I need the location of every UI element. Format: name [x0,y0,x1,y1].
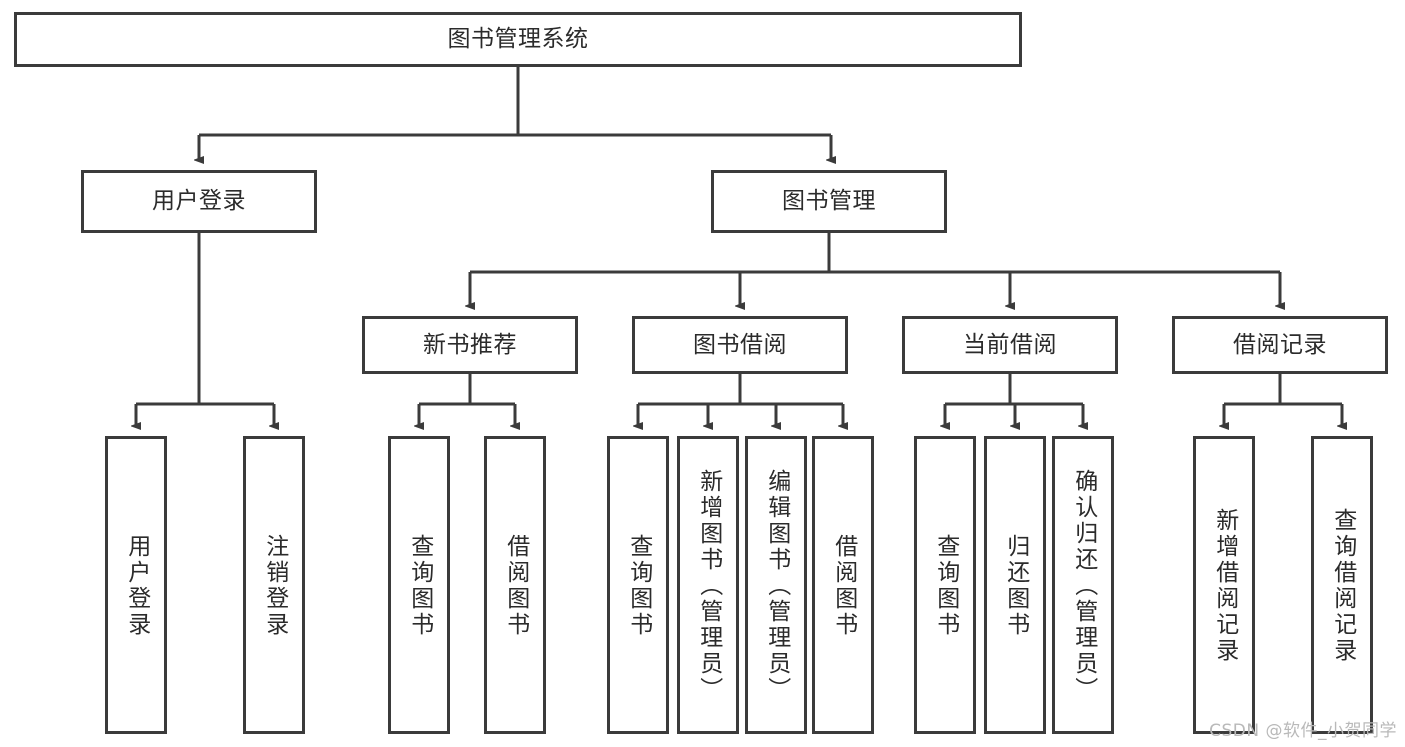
node-book-manage[interactable]: 图书管理 [711,170,947,233]
node-leaf-borrow-book-2[interactable]: 借阅图书 [812,436,874,734]
node-book-borrow-label: 图书借阅 [693,331,787,358]
watermark-text: CSDN @软件_小贺同学 [1209,721,1397,741]
node-leaf-return-book-label: 归还图书 [1002,534,1029,638]
node-leaf-user-login[interactable]: 用户登录 [105,436,167,734]
node-new-book-rec[interactable]: 新书推荐 [362,316,578,374]
node-leaf-add-record[interactable]: 新增借阅记录 [1193,436,1255,734]
node-book-manage-label: 图书管理 [782,188,876,215]
node-leaf-query-book-2[interactable]: 查询图书 [607,436,669,734]
node-leaf-query-book-3-label: 查询图书 [932,534,959,638]
node-leaf-return-book[interactable]: 归还图书 [984,436,1046,734]
node-root-label: 图书管理系统 [447,26,589,53]
node-leaf-query-record-label: 查询借阅记录 [1329,508,1356,664]
node-leaf-add-record-label: 新增借阅记录 [1211,508,1238,664]
node-leaf-query-book-1-label: 查询图书 [406,534,433,638]
node-user-login-label: 用户登录 [152,188,246,215]
node-user-login[interactable]: 用户登录 [81,170,317,233]
node-leaf-query-record[interactable]: 查询借阅记录 [1311,436,1373,734]
node-new-book-rec-label: 新书推荐 [423,331,517,358]
node-book-borrow[interactable]: 图书借阅 [632,316,848,374]
node-leaf-add-book[interactable]: 新增图书（管理员） [677,436,739,734]
node-borrow-record[interactable]: 借阅记录 [1172,316,1388,374]
node-leaf-edit-book[interactable]: 编辑图书（管理员） [745,436,807,734]
node-current-borrow[interactable]: 当前借阅 [902,316,1118,374]
node-leaf-confirm-return-label: 确认归还（管理员） [1070,469,1097,703]
node-leaf-user-login-label: 用户登录 [123,534,150,638]
node-leaf-add-book-label: 新增图书（管理员） [695,469,722,703]
node-current-borrow-label: 当前借阅 [963,331,1057,358]
node-leaf-edit-book-label: 编辑图书（管理员） [763,469,790,703]
node-root[interactable]: 图书管理系统 [14,12,1022,67]
node-leaf-logout-label: 注销登录 [261,534,288,638]
node-leaf-borrow-book-1[interactable]: 借阅图书 [484,436,546,734]
node-leaf-confirm-return[interactable]: 确认归还（管理员） [1052,436,1114,734]
node-leaf-query-book-1[interactable]: 查询图书 [388,436,450,734]
node-borrow-record-label: 借阅记录 [1233,331,1327,358]
node-leaf-logout[interactable]: 注销登录 [243,436,305,734]
node-leaf-query-book-3[interactable]: 查询图书 [914,436,976,734]
node-leaf-borrow-book-2-label: 借阅图书 [830,534,857,638]
node-leaf-query-book-2-label: 查询图书 [625,534,652,638]
node-leaf-borrow-book-1-label: 借阅图书 [502,534,529,638]
